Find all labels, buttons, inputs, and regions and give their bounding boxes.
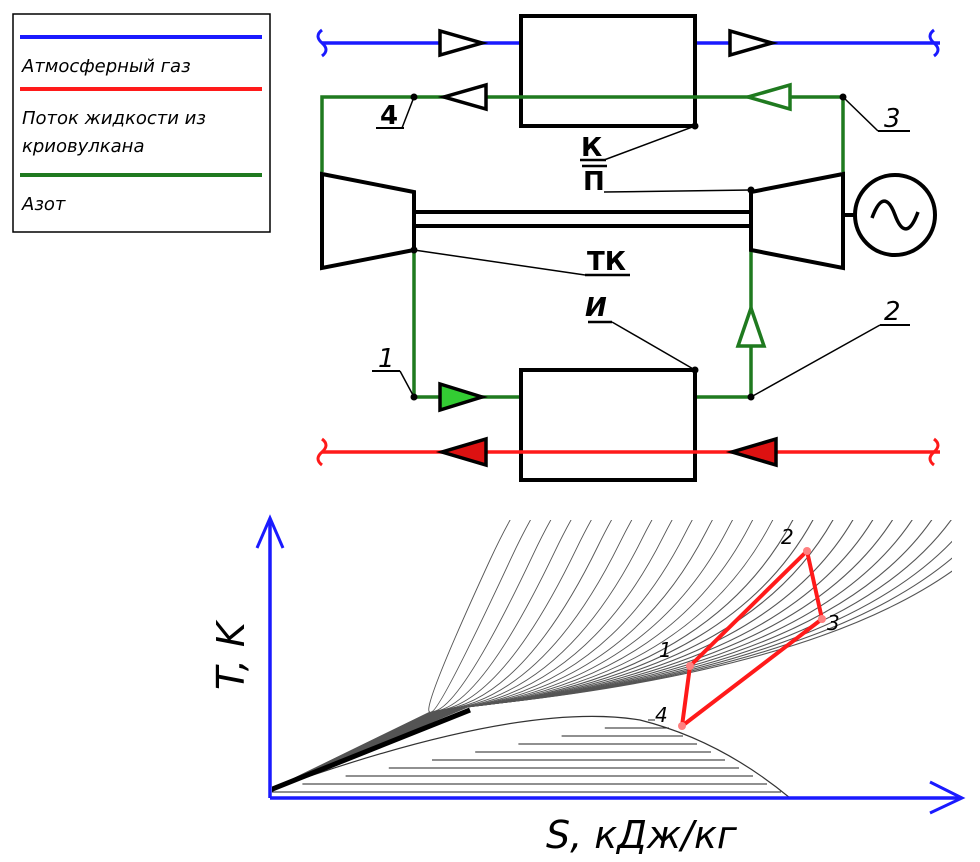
isobar-line (272, 520, 894, 790)
cycle-path (680, 549, 824, 728)
ts-label-4: 4 (655, 703, 668, 727)
liquid-line (316, 436, 940, 468)
turbine-compressor (320, 171, 937, 271)
isobar-line (272, 520, 592, 790)
air-break-right (928, 28, 940, 58)
turbine (749, 171, 845, 271)
isobar-line (272, 520, 952, 790)
legend-label-nitrogen: Азот (21, 194, 66, 215)
isobar-line (272, 520, 633, 790)
scheme-callouts: К П ТК И 1 2 3 (372, 93, 910, 401)
x-axis-label: S, кДж/кг (546, 813, 738, 857)
label-turbo-compressor: ТК (587, 247, 626, 277)
label-condenser: К (581, 133, 602, 163)
air-break-left (316, 28, 328, 58)
y-axis-arrow (255, 514, 285, 549)
legend-label-liquid: Поток жидкости из (22, 108, 206, 129)
nitrogen-loop (320, 82, 845, 413)
isobar-line (272, 520, 754, 790)
saturation-dome (272, 715, 791, 798)
air-arrow-right (728, 28, 779, 58)
isobar-line (272, 520, 933, 790)
isobar-line (272, 520, 511, 790)
evaporator-box (519, 368, 697, 482)
isobar-line (272, 540, 952, 790)
x-axis-arrow (929, 780, 966, 815)
compressor (320, 171, 416, 271)
isobar-line (272, 520, 874, 790)
isobar-line (272, 520, 693, 790)
ts-label-1: 1 (659, 638, 672, 662)
isobar-line (272, 520, 794, 790)
isobar-line (272, 557, 952, 790)
isobar-line (272, 520, 613, 790)
cycle-point-2 (803, 547, 811, 555)
liquid-arrow-left (435, 436, 488, 468)
dome-band (272, 707, 471, 792)
isobar-line (272, 520, 673, 790)
label-point-2: 2 (884, 297, 901, 327)
isobar-line (272, 520, 774, 790)
y-axis-label: T, K (209, 619, 253, 690)
nitrogen-arrow-top-right (741, 82, 792, 112)
cycle-point-4 (678, 722, 686, 730)
label-point-1: 1 (378, 344, 395, 374)
isobar-line (272, 520, 653, 790)
air-arrow-left (438, 28, 489, 58)
generator-sine-icon (870, 199, 920, 231)
isobar-line (272, 520, 854, 790)
label-point-3: 3 (884, 104, 901, 134)
cycle-point-3 (818, 615, 826, 623)
ts-diagram: T, K S, кДж/кг 1 2 3 4 (209, 514, 966, 857)
isobar-line (272, 520, 834, 790)
label-point-4: 4 (380, 101, 398, 131)
liquid-arrow-right (725, 436, 778, 468)
isobar-line (272, 520, 734, 790)
isobar-line (272, 520, 572, 790)
isobar-line (272, 520, 913, 790)
dome-and-isobars (272, 520, 952, 798)
label-turbine: П (583, 167, 605, 197)
isobar-line (272, 520, 552, 790)
legend: Атмосферный газ Поток жидкости из криову… (12, 13, 271, 233)
condenser-box (519, 14, 697, 128)
liquid-break-left (316, 437, 328, 467)
ts-label-3: 3 (827, 611, 840, 635)
isobar-line (272, 570, 952, 790)
isobar-line (272, 520, 713, 790)
cycle-point-1 (686, 662, 694, 670)
legend-label-air: Атмосферный газ (21, 56, 191, 77)
ts-label-2: 2 (781, 525, 794, 549)
nitrogen-arrow-top-left (437, 82, 488, 112)
label-evaporator: И (585, 293, 607, 323)
isobar-line (272, 520, 814, 790)
scheme: К П ТК И 1 2 3 (316, 14, 940, 482)
legend-frame (12, 13, 271, 233)
nitrogen-arrow-right-up (735, 302, 767, 348)
nitrogen-arrow-bottom (438, 381, 488, 413)
isobar-line (272, 520, 531, 790)
liquid-break-right (928, 437, 940, 467)
legend-label-liquid-2: криовулкана (22, 136, 144, 157)
